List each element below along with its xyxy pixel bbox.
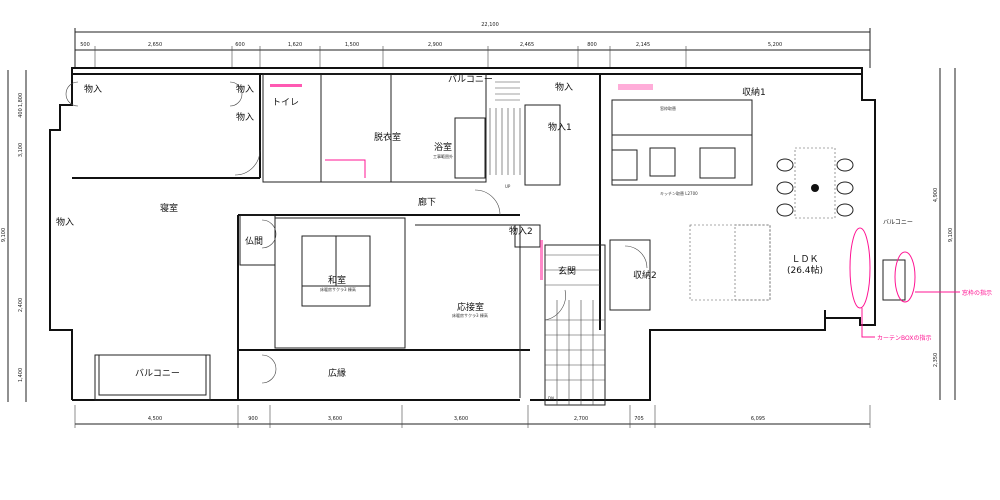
room-label-balcony: バルコニー [883, 219, 913, 226]
room-label-entrance: 玄関 [558, 265, 576, 277]
dim: 1,620 [288, 42, 302, 48]
room-label-storage: 物入 [56, 216, 74, 228]
right-dimensions: 4,900 9,100 2,350 [933, 188, 954, 367]
room-label-dressing-room: 脱衣室 [374, 131, 401, 143]
stair-down-label: DN [548, 396, 554, 401]
room-label-storage: 物入 [555, 81, 573, 93]
washitsu-note: 床暖房サクラ3 棟高 [320, 286, 356, 292]
left-dimensions: 1,800 400 3,100 9,100 2,400 1,400 [1, 93, 24, 382]
sash-note: 窓枠取替 [660, 105, 676, 111]
room-label-balcony: バルコニー [448, 74, 493, 85]
dim: 2,700 [574, 416, 588, 422]
room-label-hallway: 廊下 [418, 196, 436, 208]
dim: 400 [18, 108, 24, 118]
room-label-storage: 物入 [236, 83, 254, 95]
curtain-box-highlight [849, 227, 871, 309]
dim: 2,650 [148, 42, 162, 48]
room-label-balcony: バルコニー [135, 368, 180, 379]
room-label-closet-1: 収納1 [742, 86, 766, 98]
dim: 900 [248, 416, 258, 422]
markup-annotations: 窓枠の指示 カーテンBOXの指示 [270, 84, 992, 342]
dim: 2,900 [428, 42, 442, 48]
top-dimensions: 500 2,650 600 1,620 1,500 2,900 2,465 80… [80, 42, 782, 48]
kitchen-note: キッチン取替 L2700 [660, 190, 698, 196]
room-label-storage-2: 物入2 [509, 225, 533, 237]
dim: 5,200 [768, 42, 782, 48]
dim: 2,145 [636, 42, 650, 48]
dim: 2,465 [520, 42, 534, 48]
dim: 800 [587, 42, 597, 48]
room-labels: 物入 物入 物入 トイレ バルコニー 脱衣室 浴室 工事範囲外 物入 物入1 収… [56, 74, 913, 401]
dim: 3,100 [18, 143, 24, 157]
room-label-bedroom: 寝室 [160, 202, 178, 214]
room-label-toilet: トイレ [272, 98, 299, 108]
room-label-ldk: ＬＤＫ [791, 255, 818, 265]
room-label-washitsu: 和室 [328, 274, 346, 286]
dim: 600 [235, 42, 245, 48]
dim: 2,400 [18, 298, 24, 312]
window-frame-annotation: 窓枠の指示 [962, 289, 992, 297]
walls [49, 67, 906, 406]
dim: 500 [80, 42, 90, 48]
dimension-lines [7, 28, 956, 428]
doors [65, 81, 648, 384]
dim: 9,100 [1, 228, 7, 242]
dim: 3,600 [328, 416, 342, 422]
entrance-tile-grid [545, 254, 605, 405]
dim: 1,500 [345, 42, 359, 48]
dim: 4,500 [148, 416, 162, 422]
stair-up-label: UP [505, 184, 511, 189]
room-label-reception: 応接室 [457, 301, 484, 313]
reception-note: 床暖房サクラ3 棟高 [452, 312, 488, 318]
dim: 1,400 [18, 368, 24, 382]
dim: 705 [634, 416, 644, 422]
dim: 4,900 [933, 188, 939, 202]
window-frame-highlight [894, 251, 916, 303]
room-label-ldk-size: (26.4帖) [787, 264, 823, 276]
room-label-storage: 物入 [236, 111, 254, 123]
bath-note: 工事範囲外 [433, 153, 453, 159]
dim: 2,350 [933, 353, 939, 367]
dim: 6,095 [751, 416, 765, 422]
dining-table [776, 147, 854, 219]
dim: 1,800 [18, 93, 24, 107]
room-label-closet-2: 収納2 [633, 269, 657, 281]
room-label-storage: 物入 [84, 83, 102, 95]
room-label-engawa: 広縁 [328, 367, 346, 379]
room-label-butsuma: 仏間 [245, 236, 263, 247]
curtain-box-annotation: カーテンBOXの指示 [877, 334, 931, 342]
dim: 3,600 [454, 416, 468, 422]
room-label-bathroom: 浴室 [434, 141, 452, 153]
bottom-dimensions: 4,500 900 3,600 3,600 2,700 705 6,095 [148, 416, 765, 422]
stairs [489, 81, 521, 175]
room-label-storage-1: 物入1 [548, 121, 572, 133]
dim: 9,100 [948, 228, 954, 242]
total-width-dimension: 22,100 [481, 22, 499, 28]
